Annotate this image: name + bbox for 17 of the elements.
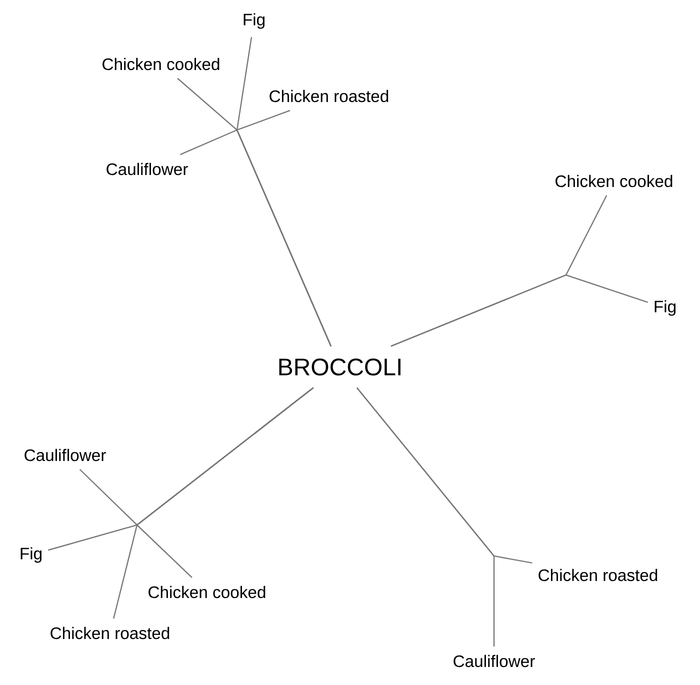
leaf-label: Fig bbox=[20, 547, 42, 563]
branch-line bbox=[390, 274, 648, 347]
leaf-label: Cauliflower bbox=[106, 162, 188, 176]
root-label: BROCCOLI bbox=[279, 358, 400, 376]
leaf-label: Chicken roasted bbox=[270, 90, 388, 102]
leaf-label: Chicken roasted bbox=[538, 568, 658, 582]
leaf-label: Cauliflower bbox=[454, 654, 535, 668]
leaf-label: Chicken cooked bbox=[148, 586, 266, 598]
branch-line bbox=[113, 387, 314, 619]
leaf-label: Fig bbox=[654, 300, 676, 316]
branch-line bbox=[356, 387, 495, 647]
leaf-label: Chicken cooked bbox=[556, 174, 672, 188]
leaf-label: Cauliflower bbox=[24, 448, 106, 462]
leaf-label: Chicken roasted bbox=[50, 626, 170, 640]
leaf-label: Chicken cooked bbox=[102, 58, 220, 70]
leaf-label: Fig bbox=[244, 13, 264, 29]
branch-line bbox=[180, 129, 332, 346]
